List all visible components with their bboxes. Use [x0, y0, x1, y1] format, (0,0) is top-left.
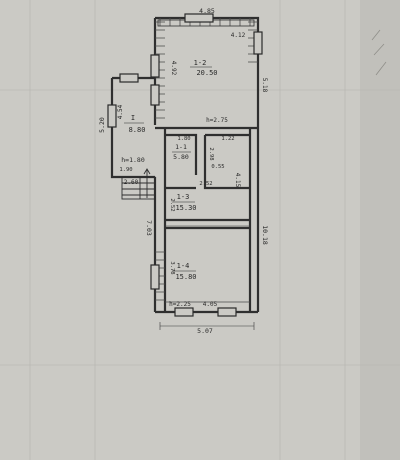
room-1-3-id: 1-3: [177, 193, 190, 201]
window-right-top: [253, 31, 263, 55]
stair-arrow: [143, 168, 151, 198]
dim-room2-height: 4.92: [170, 61, 177, 76]
room-1-3-area: 15.30: [175, 204, 196, 212]
room-1-2-area: 20.50: [196, 69, 217, 77]
dim-hall-width: 1.80: [177, 136, 190, 142]
paper-shade: [360, 0, 400, 460]
dim-annex-inner: 4.54: [117, 104, 124, 119]
dim-ceiling-annex: h=1.80: [121, 156, 145, 164]
margin-strokes: [371, 29, 387, 76]
dim-room4-width: 4.05: [203, 301, 218, 308]
entrance-stairs: [121, 176, 156, 200]
dim-small-a: 0.55: [211, 164, 224, 170]
window-annex: [107, 104, 117, 128]
dim-top-width: 4.85: [199, 7, 215, 15]
window-bottom-1: [174, 307, 194, 317]
window-annex-top: [119, 73, 139, 83]
dim-annex-step: 1.90: [119, 167, 132, 173]
dim-inner-top-width: 4.12: [231, 32, 246, 39]
windows: [107, 13, 263, 317]
room-1-1-id: 1-1: [175, 143, 187, 151]
dim-room4-left: 3.78: [169, 261, 175, 274]
dim-room3-right: 4.15: [234, 173, 241, 188]
room-I-id: I: [131, 114, 135, 122]
dim-room3-left: 2.52: [169, 198, 175, 211]
dim-right-overall: 10.18: [261, 225, 269, 245]
room-I-area: 8.80: [129, 126, 146, 134]
room-1-1-area: 5.80: [173, 153, 189, 161]
dim-small-b: 2.52: [199, 181, 212, 187]
dimension-lines: [159, 225, 255, 330]
window-left-2: [150, 84, 160, 106]
dim-annex-bottom-width: 2.60: [124, 179, 139, 186]
window-left-lower: [150, 264, 160, 290]
room-1-4-id: 1-4: [177, 262, 190, 270]
window-top: [184, 13, 214, 23]
dim-left-overall: 7.03: [145, 220, 153, 236]
dim-ceiling-top: h=2.75: [206, 117, 228, 124]
dim-hall-side: 1.22: [221, 136, 234, 142]
window-bottom-2: [217, 307, 237, 317]
dim-ceiling-bottom: h=2.25: [169, 301, 191, 308]
dim-right-upper: 5.18: [261, 78, 268, 93]
window-left-1: [150, 54, 160, 78]
dim-hall-height: 2.98: [208, 147, 214, 160]
dim-bottom-width: 5.07: [197, 327, 213, 335]
room-1-4-area: 15.80: [175, 273, 196, 281]
wall-hatching: [155, 18, 258, 303]
dim-annex-height-left: 5.20: [98, 117, 106, 133]
room-1-2-id: 1-2: [194, 59, 207, 67]
